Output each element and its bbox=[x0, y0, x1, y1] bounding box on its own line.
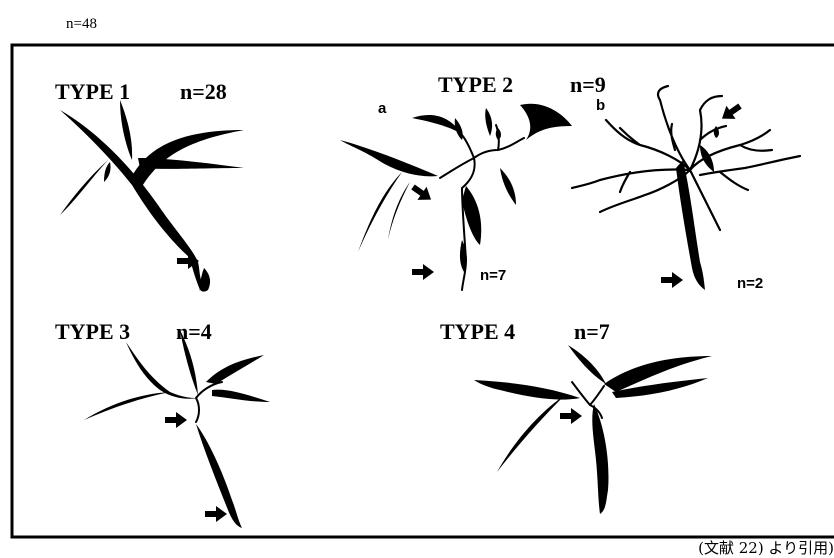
type2b-count: n=2 bbox=[737, 275, 763, 292]
arrow-icon bbox=[412, 264, 434, 280]
source-caption: (文献 22) より引用) bbox=[698, 539, 834, 557]
arrow-icon bbox=[717, 99, 744, 125]
arrow-icon bbox=[205, 506, 227, 522]
type4-count: n=7 bbox=[574, 319, 610, 344]
type1-count: n=28 bbox=[180, 79, 227, 104]
type2b-letter: b bbox=[596, 97, 605, 114]
arrow-icon bbox=[408, 180, 435, 206]
type2a-letter: a bbox=[378, 100, 387, 117]
type1-label: TYPE 1 bbox=[55, 79, 130, 104]
type4-label: TYPE 4 bbox=[440, 319, 515, 344]
type2a-drawing bbox=[340, 104, 572, 290]
type3-label: TYPE 3 bbox=[55, 319, 130, 344]
type2a-count: n=7 bbox=[480, 267, 506, 284]
total-count: n=48 bbox=[66, 16, 97, 32]
type2b-drawing bbox=[572, 86, 800, 290]
type3-count: n=4 bbox=[176, 319, 212, 344]
type2-count: n=9 bbox=[570, 72, 606, 97]
type4-drawing bbox=[474, 345, 712, 514]
arrow-icon bbox=[560, 408, 582, 424]
type1-drawing bbox=[60, 100, 244, 292]
type2-label: TYPE 2 bbox=[438, 72, 513, 97]
arrow-icon bbox=[165, 412, 187, 428]
type3-drawing bbox=[84, 330, 270, 528]
arrow-icon bbox=[661, 272, 683, 288]
